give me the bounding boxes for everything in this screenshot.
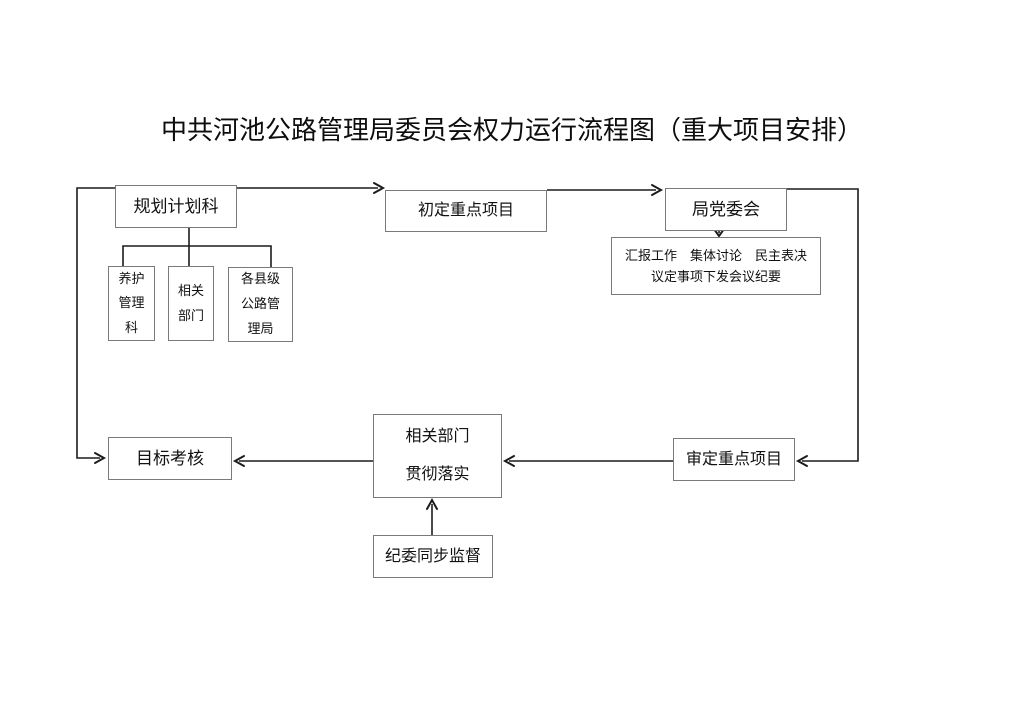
arrow-final-to-implementation — [502, 455, 673, 467]
party-process-line-2: 议定事项下发会议纪要 — [650, 269, 781, 285]
node-initial-key-projects: 初定重点项目 — [385, 190, 547, 232]
node-final-key-projects: 审定重点项目 — [673, 438, 795, 481]
implementation-line-1: 相关部门 — [405, 428, 470, 445]
maintenance-line-3: 科 — [124, 319, 138, 335]
arrow-initial-to-party — [547, 184, 664, 196]
related-depts-line-1: 相关 — [177, 283, 204, 299]
arrow-planning-to-initial — [237, 182, 386, 194]
node-related-departments: 相关 部门 — [168, 266, 214, 341]
subdepartments-connector — [122, 245, 272, 267]
maintenance-line-1: 养护 — [118, 271, 145, 287]
node-implementation: 相关部门 贯彻落实 — [373, 414, 502, 498]
county-bureaus-line-3: 理局 — [247, 320, 274, 336]
implementation-line-2: 贯彻落实 — [405, 466, 470, 483]
related-depts-line-2: 部门 — [177, 307, 204, 323]
county-bureaus-line-2: 公路管 — [240, 296, 280, 312]
node-target-assessment: 目标考核 — [108, 437, 232, 480]
maintenance-line-2: 管理 — [118, 295, 145, 311]
arrow-discipline-to-implementation — [426, 497, 438, 535]
node-planning-division: 规划计划科 — [115, 185, 237, 228]
arrow-party-to-final — [787, 188, 859, 467]
page-title: 中共河池公路管理局委员会权力运行流程图（重大项目安排） — [160, 116, 863, 145]
node-party-committee: 局党委会 — [665, 188, 787, 231]
county-bureaus-line-1: 各县级 — [240, 271, 280, 287]
party-process-line-1: 汇报工作 集体讨论 民主表决 — [624, 248, 807, 263]
node-maintenance-dept: 养护 管理 科 — [108, 266, 155, 341]
arrow-implementation-to-target — [232, 455, 373, 467]
node-party-process-note: 汇报工作 集体讨论 民主表决 议定事项下发会议纪要 — [611, 237, 821, 295]
node-county-highway-bureaus: 各县级 公路管 理局 — [228, 267, 293, 342]
node-discipline-supervision: 纪委同步监督 — [373, 535, 493, 578]
